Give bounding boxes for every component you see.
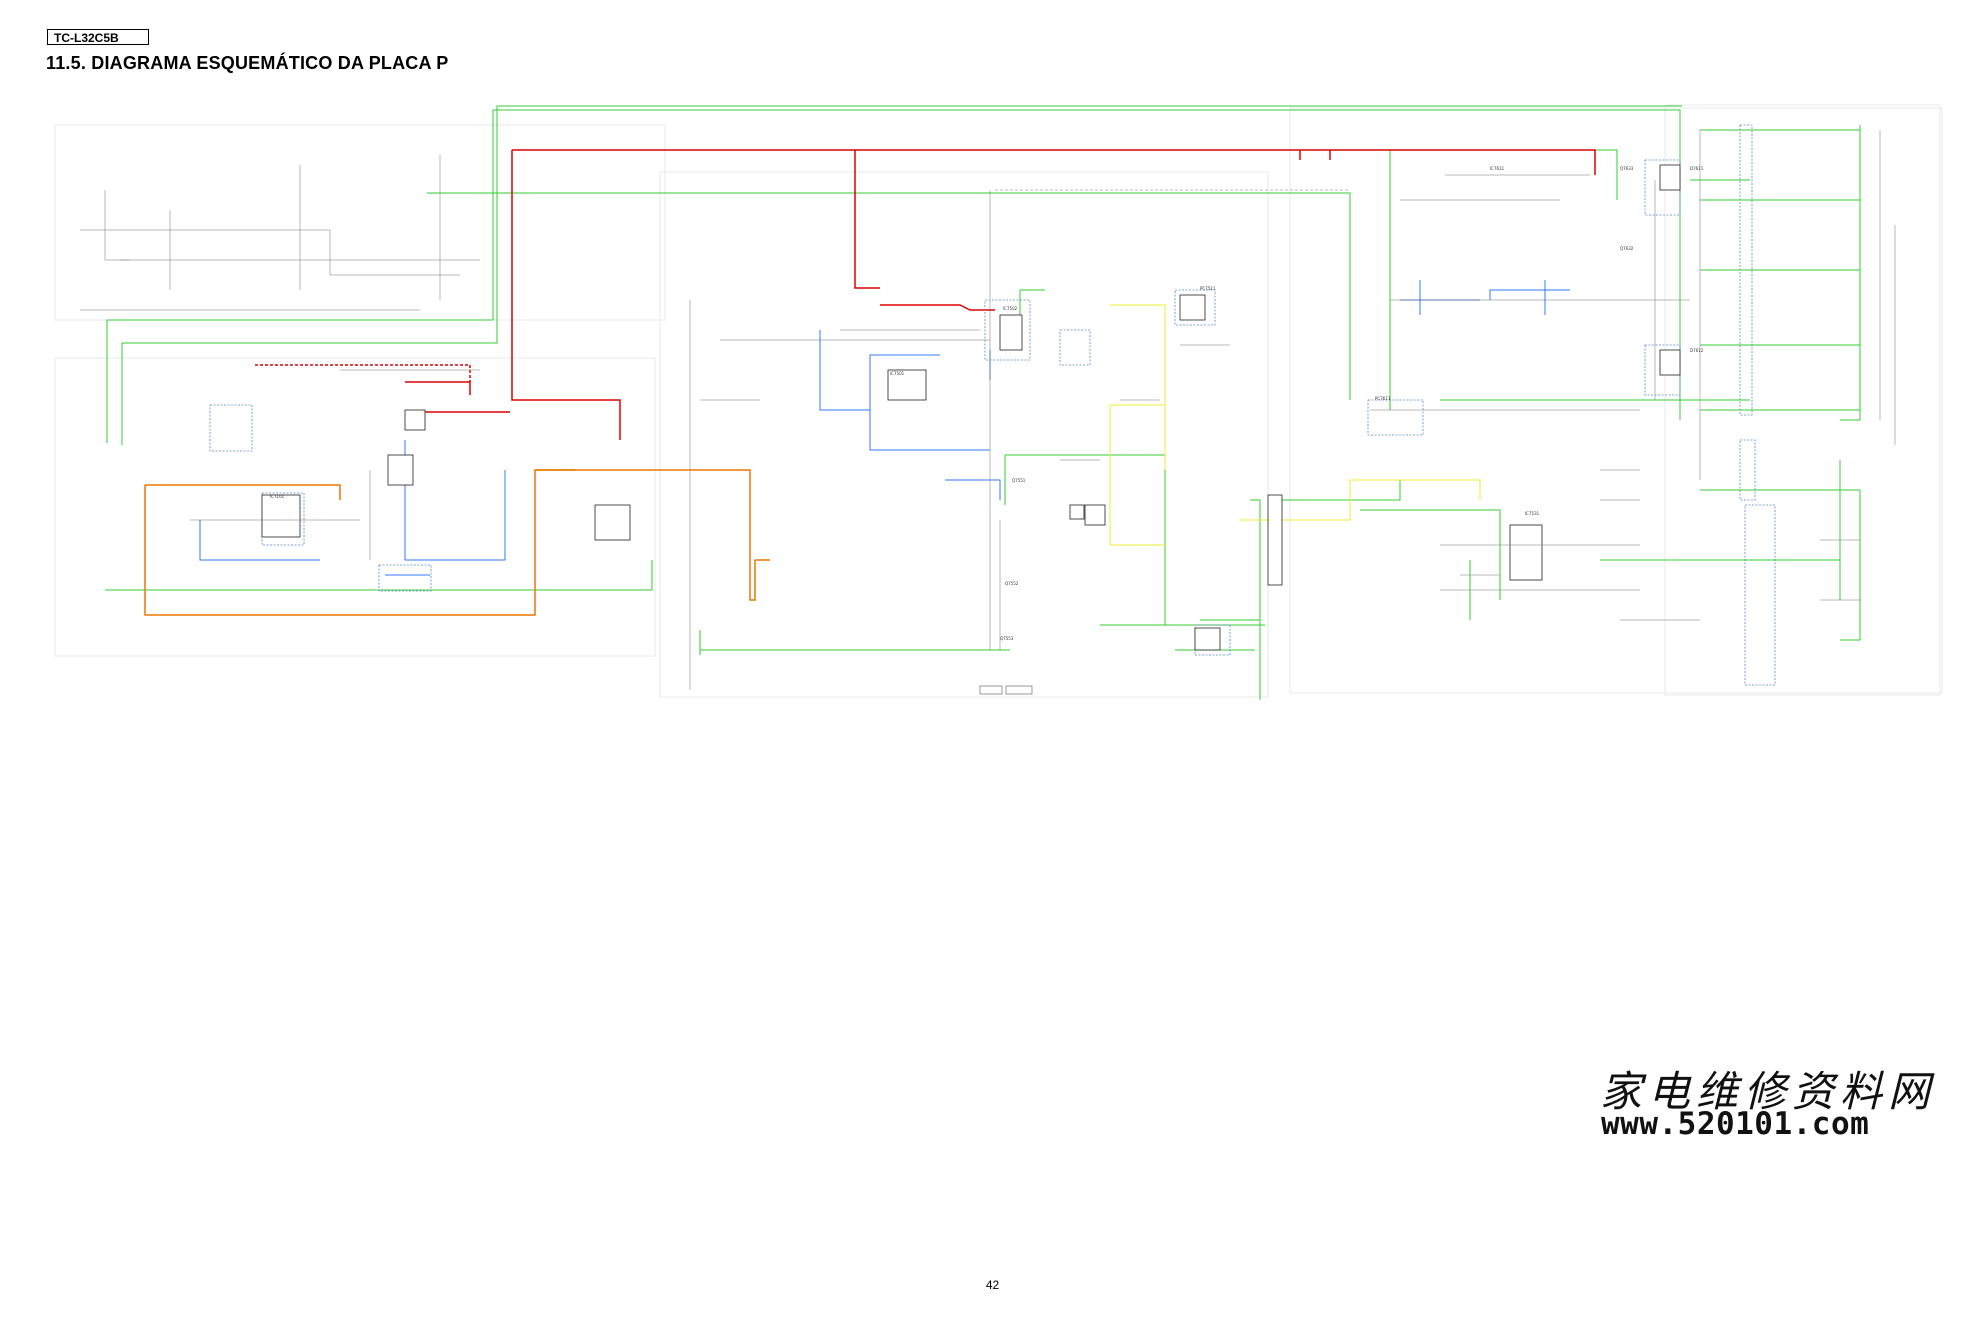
schematic-block-borders bbox=[54, 104, 1943, 698]
model-label: TC-L32C5B bbox=[47, 29, 149, 45]
green-traces bbox=[105, 105, 1861, 700]
svg-text:IC7502: IC7502 bbox=[1003, 306, 1018, 311]
schematic-diagram: IC7611 IC7531 IC7501 IC7101 IC7502 PC751… bbox=[54, 104, 1943, 700]
svg-text:IC7611: IC7611 bbox=[1490, 166, 1505, 171]
connector-boxes bbox=[979, 685, 1033, 695]
svg-text:IC7101: IC7101 bbox=[270, 494, 285, 499]
page-number: 42 bbox=[985, 1278, 1000, 1292]
svg-text:Q7552: Q7552 bbox=[1005, 581, 1019, 586]
svg-text:Q7633: Q7633 bbox=[1620, 166, 1634, 171]
svg-text:PC7511: PC7511 bbox=[1200, 286, 1216, 291]
svg-text:Q7553: Q7553 bbox=[1000, 636, 1014, 641]
ic-components bbox=[261, 164, 1681, 651]
black-wiring bbox=[80, 130, 1896, 690]
page-title: 11.5. DIAGRAMA ESQUEMÁTICO DA PLACA P bbox=[46, 53, 449, 73]
watermark-chinese: 家电维修资料网 bbox=[1600, 1067, 1937, 1116]
svg-text:Q7632: Q7632 bbox=[1620, 246, 1634, 251]
red-traces bbox=[255, 149, 1596, 440]
svg-text:IC7531: IC7531 bbox=[1525, 511, 1540, 516]
svg-text:IC7501: IC7501 bbox=[890, 371, 905, 376]
dashed-component-groups bbox=[209, 124, 1776, 686]
svg-text:D7612: D7612 bbox=[1690, 348, 1704, 353]
watermark-url: www.520101.com bbox=[1601, 1106, 1870, 1142]
svg-text:Q7551: Q7551 bbox=[1012, 478, 1026, 483]
svg-text:PC7611: PC7611 bbox=[1375, 396, 1391, 401]
orange-traces bbox=[144, 469, 770, 616]
component-reference-labels: IC7611 IC7531 IC7501 IC7101 IC7502 PC751… bbox=[270, 166, 1704, 641]
svg-text:D7611: D7611 bbox=[1690, 166, 1704, 171]
